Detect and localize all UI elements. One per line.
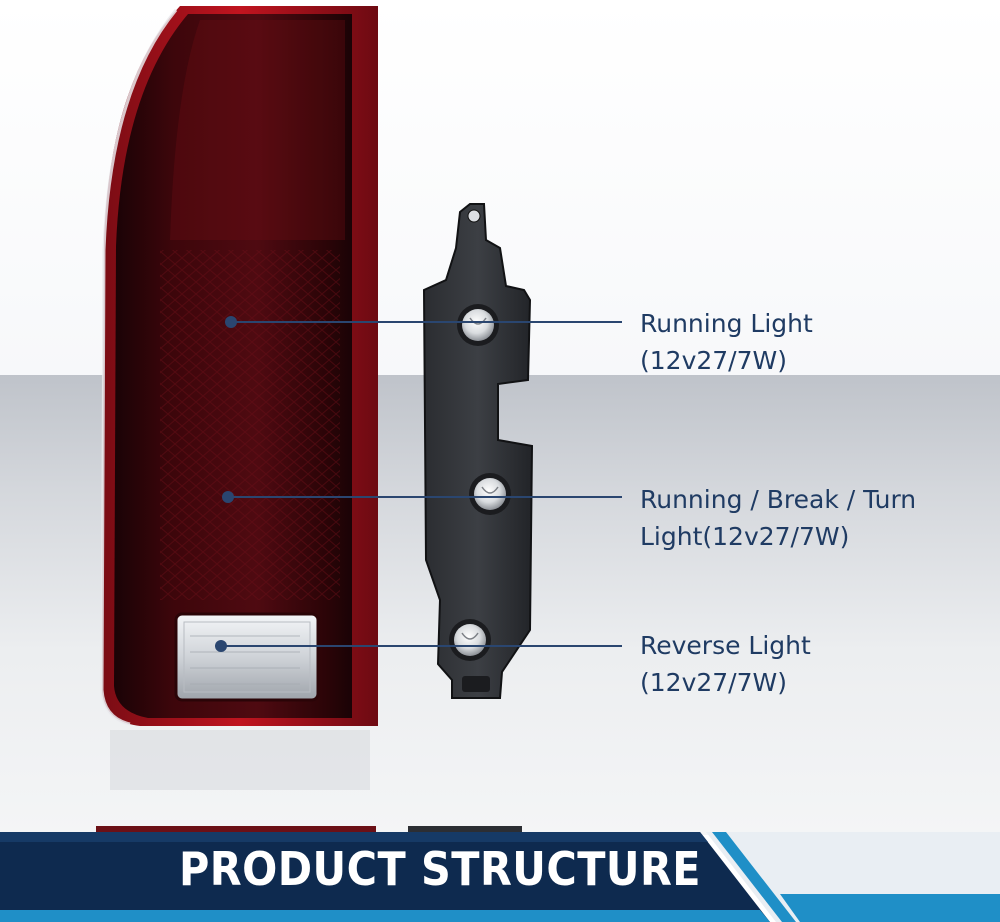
callout-running-light-label: Running Light (12v27/7W) [640, 305, 813, 379]
tail-light-housing-icon [96, 6, 378, 836]
bulb-running-icon [457, 304, 499, 346]
callout-reverse-light-spec: (12v27/7W) [640, 668, 787, 697]
callout-running-light-spec: (12v27/7W) [640, 346, 787, 375]
callout-running-brake-turn-line [222, 491, 622, 503]
bulb-socket-board-icon [422, 203, 534, 699]
bulb-reverse-icon [449, 619, 491, 661]
callout-running-brake-turn-spec: Light(12v27/7W) [640, 522, 850, 551]
callout-running-light-name: Running Light [640, 309, 813, 338]
callout-running-brake-turn-label: Running / Break / Turn Light(12v27/7W) [640, 481, 916, 555]
bulb-running-brake-turn-icon [469, 473, 511, 515]
banner-background [0, 832, 1000, 922]
callout-reverse-line [215, 640, 622, 652]
callout-reverse-light-label: Reverse Light (12v27/7W) [640, 627, 811, 701]
callout-reverse-light-name: Reverse Light [640, 631, 811, 660]
callout-running-line [225, 316, 622, 328]
callout-running-brake-turn-name: Running / Break / Turn [640, 485, 917, 514]
banner-title: PRODUCT STRUCTURE [178, 842, 702, 896]
